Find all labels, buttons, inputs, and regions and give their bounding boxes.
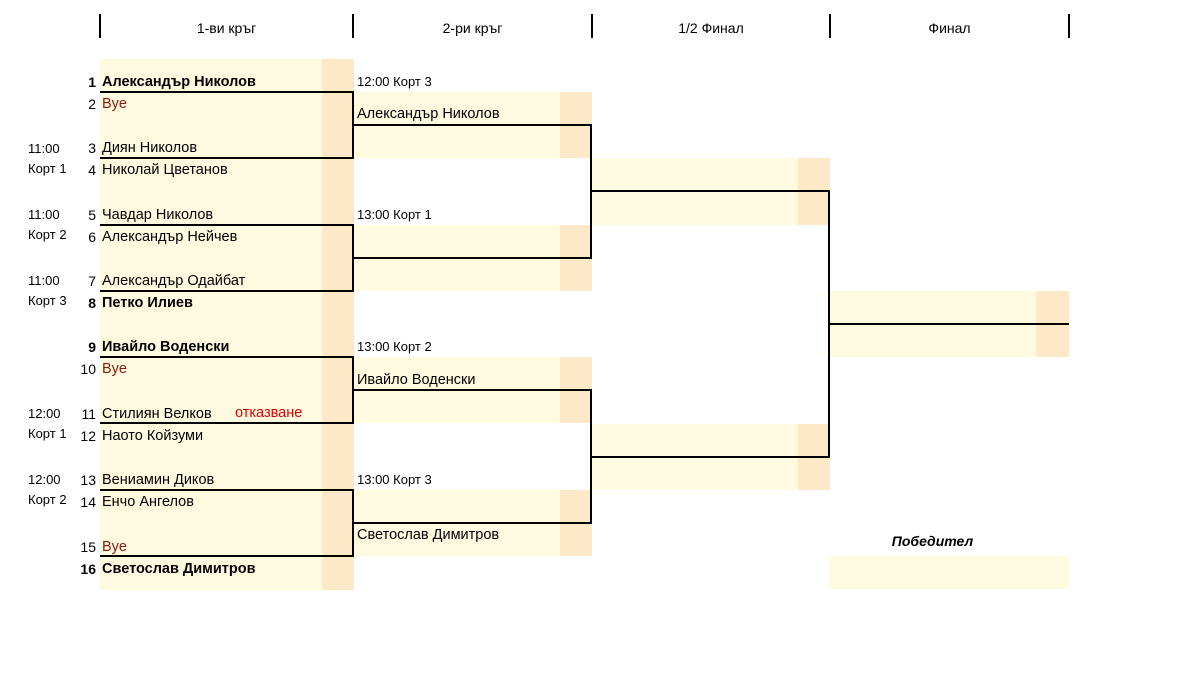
match-time: 12:00 [28,406,61,421]
player-name-bye: Bye [102,96,127,112]
seed-number: 12 [80,428,96,444]
round1-column-fill [100,59,322,590]
match-court: Корт 2 [28,492,67,507]
player-name: Стилиян Велков [102,406,212,422]
player-name: Енчо Ангелов [102,494,194,510]
player-name: Александър Николов [357,106,500,122]
bracket-line [830,323,1069,325]
bracket-line [828,190,830,458]
seed-number: 5 [88,207,96,223]
bracket-line [352,224,354,292]
seed-number: 7 [88,273,96,289]
player-name: Светослав Димитров [102,561,256,577]
player-name: Николай Цветанов [102,162,228,178]
match-time: 12:00 [28,472,61,487]
seed-number: 13 [80,472,96,488]
seed-number: 1 [88,74,96,90]
player-name: Светослав Димитров [357,527,500,543]
player-name: Александър Нейчев [102,229,238,245]
seed-number: 15 [80,539,96,555]
bracket-line [352,356,354,424]
match-court: Корт 3 [28,293,67,308]
bracket-line [590,124,592,259]
header-round2: 2-ри кръг [442,20,503,36]
player-name: Чавдар Николов [102,207,214,223]
bracket-line [354,522,592,524]
match-schedule: 13:00 Корт 2 [357,339,432,354]
bracket-line [100,290,354,292]
match-court: Корт 2 [28,227,67,242]
bracket-line [352,91,354,159]
match-court: Корт 1 [28,161,67,176]
seed-number: 14 [80,494,96,510]
header-divider [591,14,593,38]
bracket-line [354,124,592,126]
match-schedule: 13:00 Корт 3 [357,472,432,487]
player-name: Ивайло Воденски [357,372,476,388]
withdrawal-note: отказване [235,405,303,421]
seed-number: 4 [88,162,96,178]
header-divider [352,14,354,38]
bracket-line [100,157,354,159]
match-court: Корт 1 [28,426,67,441]
bracket-line [100,555,354,557]
bracket-line [352,489,354,557]
bracket-line [590,389,592,524]
player-name-bye: Bye [102,361,127,377]
match-time: 11:00 [28,141,60,156]
bracket-line [100,224,354,226]
seed-number: 11 [81,406,96,422]
seed-number: 10 [80,361,96,377]
player-name: Петко Илиев [102,295,193,311]
player-name-bye: Bye [102,539,127,555]
seed-number: 2 [88,96,96,112]
seed-number: 3 [88,140,96,156]
header-divider [829,14,831,38]
bracket-line [592,190,830,192]
player-name: Наото Койзуми [102,428,204,444]
seed-number: 9 [88,339,96,355]
bracket-line [100,91,354,93]
bracket-line [100,489,354,491]
bracket-line [354,257,592,259]
header-semifinal: 1/2 Финал [678,20,744,36]
seed-number: 8 [88,295,96,311]
match-time: 11:00 [28,207,60,222]
header-divider [99,14,101,38]
header-final: Финал [928,20,971,36]
bracket-line [592,456,830,458]
round1-score-fill [322,59,354,590]
player-name: Ивайло Воденски [102,339,230,355]
bracket-line [354,389,592,391]
winner-label: Победител [891,533,974,549]
seed-number: 16 [80,561,96,577]
seed-number: 6 [88,229,96,245]
match-time: 11:00 [28,273,60,288]
header-divider [1068,14,1070,38]
header-round1: 1-ви кръг [196,20,257,36]
player-name: Диян Николов [102,140,198,156]
winner-cell [830,556,1069,589]
bracket-line [100,422,354,424]
player-name: Вениамин Диков [102,472,215,488]
match-schedule: 12:00 Корт 3 [357,74,432,89]
player-name: Александър Николов [102,74,256,90]
bracket-line [100,356,354,358]
player-name: Александър Одайбат [102,273,246,289]
match-schedule: 13:00 Корт 1 [357,207,432,222]
